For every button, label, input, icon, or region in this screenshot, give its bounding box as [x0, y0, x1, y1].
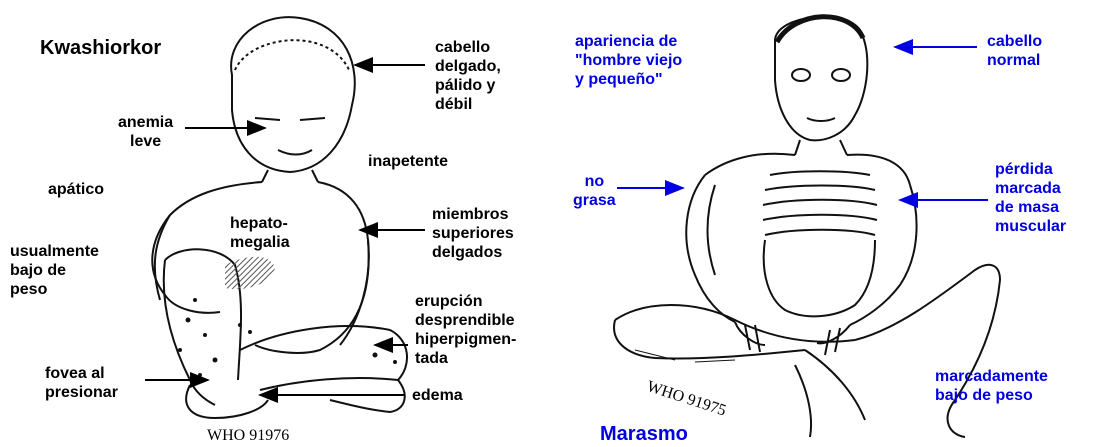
label-severely-underweight: marcadamente bajo de peso — [935, 368, 1048, 404]
kwashiorkor-title: Kwashiorkor — [40, 37, 162, 59]
label-mild-anemia: anemia leve — [118, 114, 174, 150]
label-usually-underweight: usualmente bajo de peso — [10, 243, 99, 298]
label-thin-upper-limbs: miembros superiores delgados — [432, 206, 514, 261]
arrow-icon — [145, 57, 425, 403]
kwashiorkor-panel: Kwashiorkor cabello delgado, pálido y dé… — [10, 16, 517, 444]
label-no-fat: no grasa — [573, 173, 616, 209]
label-old-man-appearance: apariencia de "hombre viejo y pequeño" — [575, 33, 683, 88]
arrow-icon — [617, 39, 988, 208]
label-poor-appetite: inapetente — [368, 153, 449, 170]
marasmo-panel: apariencia de "hombre viejo y pequeño" c… — [555, 0, 1105, 447]
child-marasmus-illustration — [613, 14, 1001, 438]
label-muscle-wasting: pérdida marcada de masa muscular — [995, 161, 1067, 235]
label-thin-pale-hair: cabello delgado, pálido y débil — [435, 39, 501, 113]
label-normal-hair: cabello normal — [987, 33, 1043, 69]
marasmo-title: Marasmo — [600, 423, 688, 445]
who-code-left: WHO 91976 — [207, 427, 290, 444]
label-hepatomegaly: hepato- megalia — [230, 215, 290, 251]
child-kwashiorkor-illustration — [145, 16, 425, 420]
label-flaky-rash: erupción desprendible hiperpigmen- tada — [415, 293, 517, 367]
label-pitting: fovea al presionar — [45, 365, 118, 401]
label-apathetic: apático — [48, 181, 105, 198]
label-edema: edema — [412, 387, 463, 404]
